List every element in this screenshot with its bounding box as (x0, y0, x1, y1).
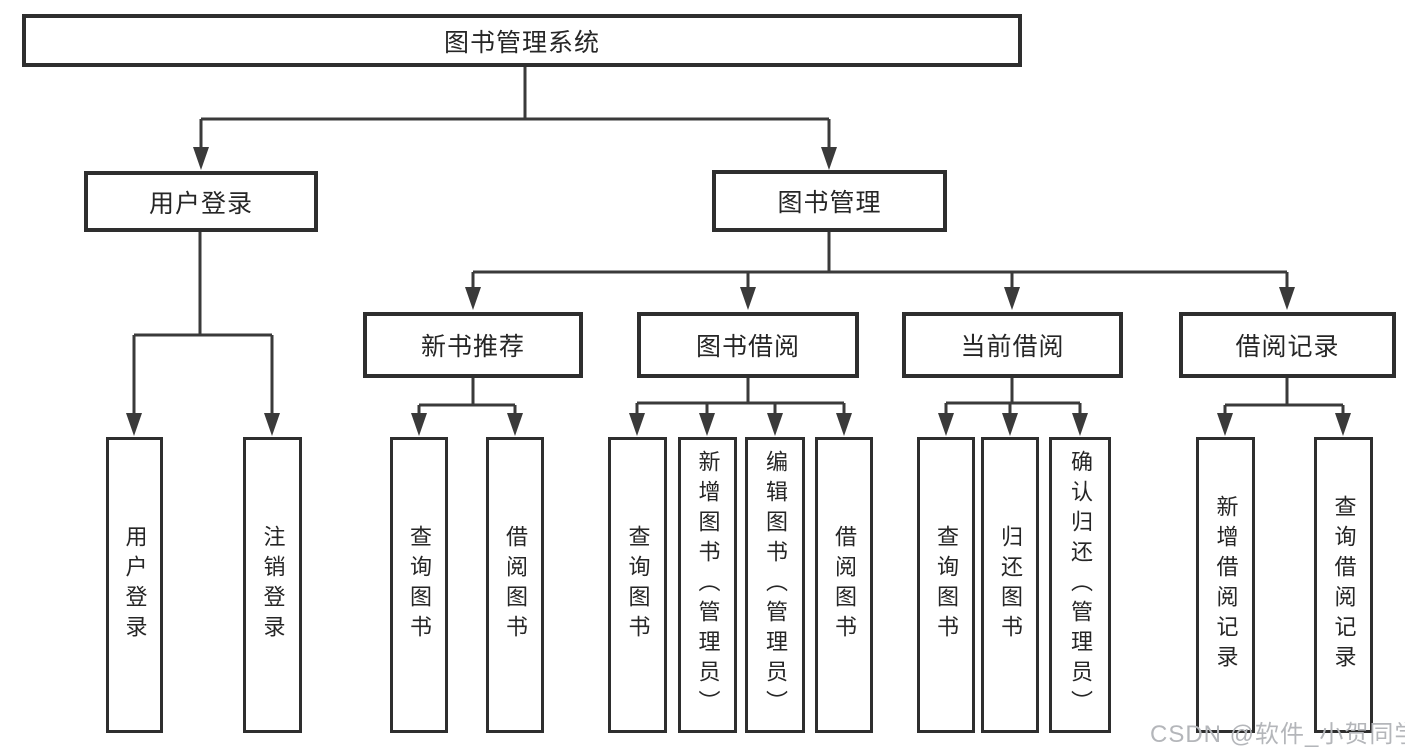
node-edit-books-admin: 编辑图书（管理员） (745, 437, 805, 733)
node-label: 编辑图书（管理员） (763, 450, 788, 720)
node-query-books-borrow: 查询图书 (608, 437, 667, 733)
node-book-borrowing: 图书借阅 (637, 312, 859, 378)
node-label: 归还图书 (998, 525, 1023, 645)
node-label: 查询图书 (934, 525, 959, 645)
node-borrowing-records: 借阅记录 (1179, 312, 1396, 378)
watermark-text: CSDN @软件_小贺同学 (1150, 721, 1405, 747)
node-label: 注销登录 (260, 525, 286, 645)
node-label: 确认归还（管理员） (1068, 450, 1093, 720)
node-user-login: 用户登录 (84, 171, 318, 232)
node-query-borrow-record: 查询借阅记录 (1314, 437, 1373, 733)
node-label: 借阅图书 (503, 525, 528, 645)
node-current-borrowing: 当前借阅 (902, 312, 1123, 378)
node-label: 查询借阅记录 (1331, 495, 1357, 675)
node-book-management: 图书管理 (712, 170, 947, 232)
node-new-book-recommend: 新书推荐 (363, 312, 583, 378)
node-add-borrow-record: 新增借阅记录 (1196, 437, 1255, 733)
node-confirm-return-admin: 确认归还（管理员） (1049, 437, 1111, 733)
node-borrow-books-recommend: 借阅图书 (486, 437, 544, 733)
node-label: 查询图书 (407, 525, 432, 645)
node-logout: 注销登录 (243, 437, 302, 733)
arrowheads (126, 147, 1351, 436)
node-label: 用户登录 (122, 525, 148, 645)
node-query-books-current: 查询图书 (917, 437, 975, 733)
node-add-books-admin: 新增图书（管理员） (678, 437, 737, 733)
node-label: 新增图书（管理员） (695, 450, 721, 720)
node-label: 借阅图书 (832, 525, 857, 645)
node-user-login-leaf: 用户登录 (106, 437, 163, 733)
node-library-system: 图书管理系统 (22, 14, 1022, 67)
node-label: 查询图书 (625, 525, 651, 645)
node-borrow-books-leaf: 借阅图书 (815, 437, 873, 733)
node-return-books: 归还图书 (981, 437, 1039, 733)
node-label: 新增借阅记录 (1213, 495, 1239, 675)
node-query-books-recommend: 查询图书 (390, 437, 448, 733)
